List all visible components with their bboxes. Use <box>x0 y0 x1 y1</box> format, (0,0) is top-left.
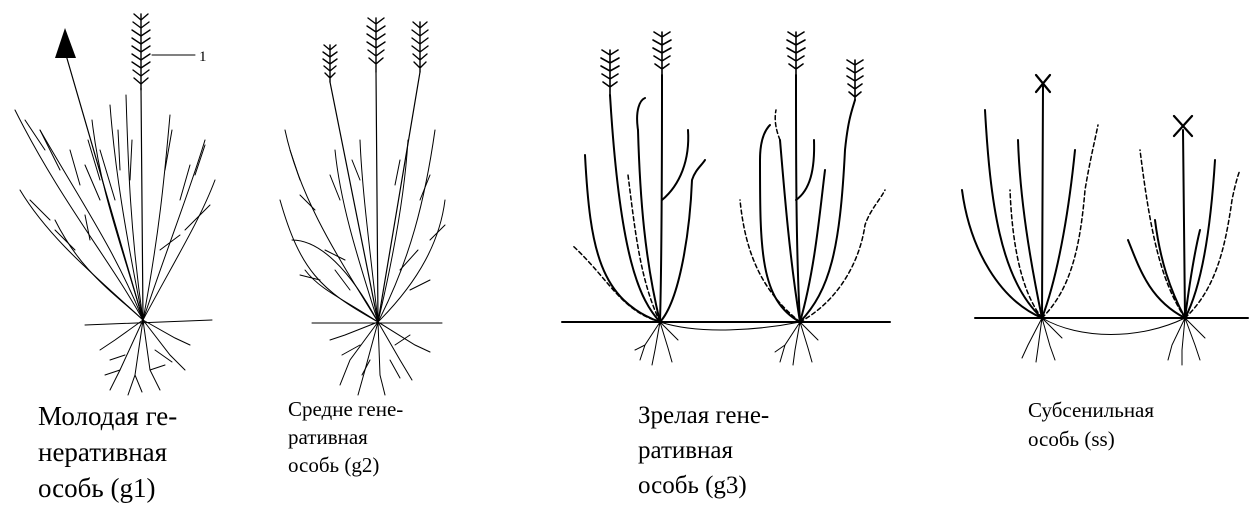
plant-g1 <box>15 14 215 395</box>
ground-line-g1 <box>85 320 212 325</box>
caption-ss: Субсенильная особь (ss) <box>1028 396 1154 454</box>
spike-icon-g1 <box>132 14 150 90</box>
roots-g3 <box>635 322 818 365</box>
plant-g3 <box>562 32 890 365</box>
spike-icon-g3-left <box>601 32 671 95</box>
spike-icon-g2 <box>323 18 428 82</box>
spike-icon-g3-right <box>787 32 863 100</box>
roots-ss <box>1022 318 1205 365</box>
main-stem-g1 <box>141 88 143 320</box>
roots-g2 <box>330 322 430 395</box>
plant-g2 <box>280 18 445 395</box>
plant-ss <box>962 75 1248 365</box>
growth-arrow-icon <box>55 28 76 58</box>
rhizome-g3 <box>660 322 800 330</box>
rhizome-ss <box>1042 318 1185 335</box>
annotation-label: 1 <box>199 49 207 65</box>
caption-g2: Средне гене- ративная особь (g2) <box>288 395 403 479</box>
roots-g1 <box>100 320 190 395</box>
caption-g1: Молодая ге- неративная особь (g1) <box>38 398 177 506</box>
caption-g3: Зрелая гене- ративная особь (g3) <box>638 398 769 503</box>
